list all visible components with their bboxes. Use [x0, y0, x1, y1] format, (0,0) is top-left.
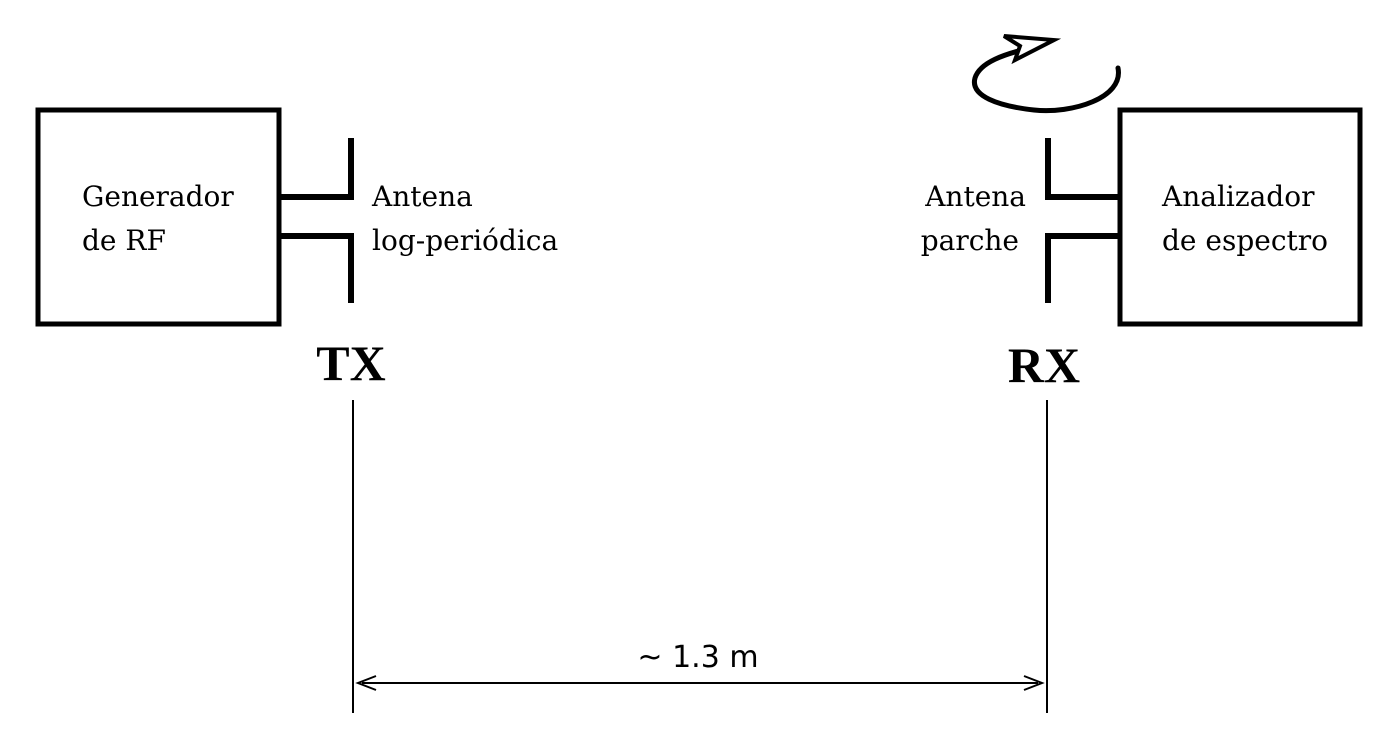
rf-generator-label-line1: Generador	[82, 180, 234, 213]
rx-tag: RX	[1008, 337, 1080, 393]
spectrum-analyzer-label-line2: de espectro	[1162, 224, 1328, 257]
rx-antenna-label-line1: Antena	[924, 180, 1026, 213]
patch-antenna-icon	[1045, 138, 1120, 303]
rf-generator-box	[35, 107, 282, 327]
tx-antenna-label-line2: log-periódica	[372, 224, 558, 257]
distance-dimension-arrow	[355, 675, 1045, 691]
rotation-arrow-icon	[971, 34, 1121, 114]
tx-tag: TX	[316, 335, 385, 391]
spectrum-analyzer-label-line1: Analizador	[1161, 180, 1315, 213]
spectrum-analyzer-box	[1117, 107, 1363, 327]
rf-generator-label-line2: de RF	[82, 224, 166, 257]
log-periodic-antenna-icon	[279, 138, 354, 303]
tx-antenna-label-line1: Antena	[371, 180, 473, 213]
distance-label: ~ 1.3 m	[637, 640, 758, 675]
rx-antenna-label-line2: parche	[921, 224, 1019, 257]
